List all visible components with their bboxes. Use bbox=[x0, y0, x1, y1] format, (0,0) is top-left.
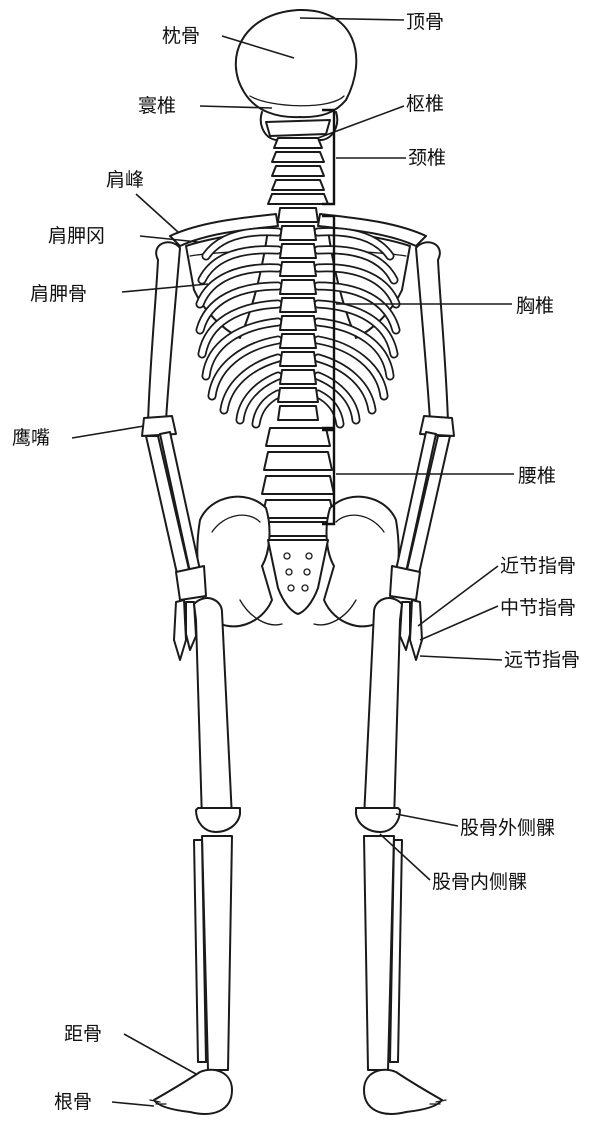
leader-talus bbox=[124, 1034, 196, 1074]
legs bbox=[150, 598, 446, 1114]
label-distal-phalanges: 远节指骨 bbox=[504, 649, 580, 671]
label-cervical: 颈椎 bbox=[408, 147, 446, 169]
spine bbox=[262, 208, 334, 536]
leader-calcaneus bbox=[112, 1102, 154, 1106]
label-lumbar: 腰椎 bbox=[518, 465, 556, 487]
label-occipital: 枕骨 bbox=[162, 25, 200, 47]
label-parietal: 顶骨 bbox=[406, 11, 444, 33]
label-acromion: 肩峰 bbox=[106, 169, 144, 191]
cervical-vertebrae bbox=[266, 120, 330, 204]
skeleton-drawing bbox=[142, 10, 454, 1114]
leader-distal bbox=[420, 656, 502, 660]
leader-acromion bbox=[136, 194, 178, 232]
leader-proximal bbox=[418, 566, 498, 626]
label-lateral-condyle: 股骨外侧髁 bbox=[460, 817, 555, 839]
label-axis: 枢椎 bbox=[406, 93, 444, 115]
label-calcaneus: 根骨 bbox=[54, 1091, 92, 1113]
label-thoracic: 胸椎 bbox=[516, 295, 554, 317]
label-middle-phalanges: 中节指骨 bbox=[500, 597, 576, 619]
label-olecranon: 鹰嘴 bbox=[12, 427, 50, 449]
label-proximal-phalanges: 近节指骨 bbox=[500, 555, 576, 577]
leader-olecranon bbox=[72, 426, 144, 438]
leader-lateral-condyle bbox=[396, 814, 458, 826]
label-scapula: 肩胛骨 bbox=[30, 283, 87, 305]
leader-middle bbox=[420, 606, 498, 640]
label-medial-condyle: 股骨内侧髁 bbox=[432, 871, 527, 893]
label-talus: 距骨 bbox=[64, 1023, 102, 1045]
label-scapular-spine: 肩胛冈 bbox=[48, 225, 105, 247]
label-atlas: 寰椎 bbox=[138, 95, 176, 117]
